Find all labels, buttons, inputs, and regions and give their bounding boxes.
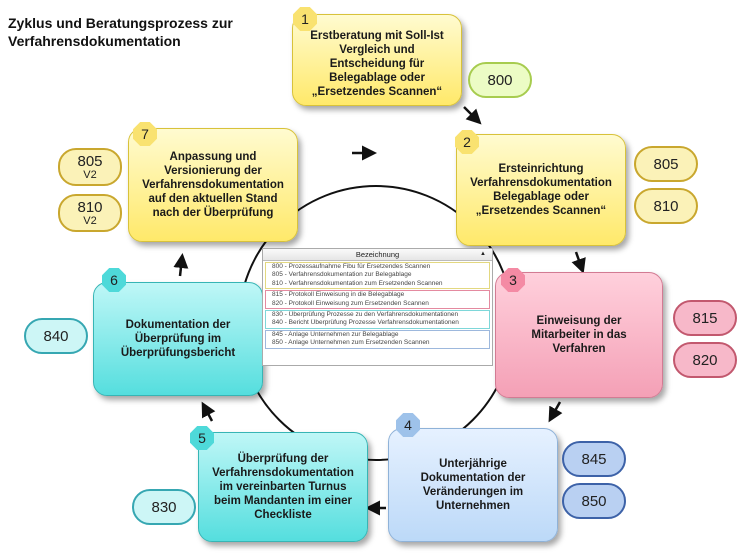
step-1-text: Erstberatung mit Soll-Ist Vergleich und …	[310, 30, 444, 98]
code-pill-800: 800	[468, 62, 532, 98]
code-pill-820: 820	[673, 342, 737, 378]
step-4-number: 4	[396, 413, 420, 437]
title-line-1: Zyklus und Beratungsprozess zur	[8, 15, 233, 31]
step-2-text: Ersteinrichtung Verfahrensdokumentation …	[470, 163, 612, 217]
step-4-text: Unterjährige Dokumentation der Veränderu…	[420, 458, 526, 512]
code-840-label: 840	[43, 327, 69, 345]
code-pill-805: 805	[634, 146, 698, 182]
step-6-box: Dokumentation der Überprüfung im Überprü…	[93, 282, 263, 396]
step-6-number: 6	[102, 268, 126, 292]
code-810-label: 810	[653, 197, 679, 215]
code-810-v2-label: 810	[77, 198, 103, 216]
step-5-box: Überprüfung der Verfahrensdokumentation …	[198, 432, 368, 542]
step-4-box: Unterjährige Dokumentation der Veränderu…	[388, 428, 558, 542]
code-805-label: 805	[653, 155, 679, 173]
legend-group-yellow: 800 - Prozessaufnahme Fibu für Ersetzend…	[265, 262, 490, 290]
legend-group-blue: 845 - Anlage Unternehmen zur Belegablage…	[265, 329, 490, 349]
arrow-1-to-2	[463, 106, 482, 125]
arrow-3-to-4	[548, 401, 563, 423]
code-800-label: 800	[487, 71, 513, 89]
diagram-title: Zyklus und Beratungsprozess zur Verfahre…	[8, 14, 233, 50]
step-7-box: Anpassung und Versionierung der Verfahre…	[128, 128, 298, 242]
code-pill-845: 845	[562, 441, 626, 477]
step-2-number: 2	[455, 130, 479, 154]
legend-row: 800 - Prozessaufnahme Fibu für Ersetzend…	[272, 263, 431, 270]
code-820-label: 820	[692, 351, 718, 369]
arrow-5-to-6	[201, 401, 216, 422]
legend-row: 845 - Anlage Unternehmen zur Belegablage	[272, 330, 399, 338]
version-badge-805: V2	[83, 168, 97, 181]
legend-row: 840 - Bericht Überprüfung Prozesse Verfa…	[272, 319, 459, 327]
legend-table: Bezeichnung ▲ 800 - Prozessaufnahme Fibu…	[262, 248, 493, 366]
step-5-number: 5	[190, 426, 214, 450]
legend-header[interactable]: Bezeichnung ▲	[263, 249, 492, 261]
code-805-v2-label: 805	[77, 152, 103, 170]
version-badge-810: V2	[83, 214, 97, 227]
step-1-box: Erstberatung mit Soll-Ist Vergleich und …	[292, 14, 462, 106]
legend-group-cyan: 830 - Überprüfung Prozesse zu den Verfah…	[265, 309, 490, 329]
code-pill-815: 815	[673, 300, 737, 336]
code-pill-840: 840	[24, 318, 88, 354]
title-line-2: Verfahrensdokumentation	[8, 33, 181, 49]
code-845-label: 845	[581, 450, 607, 468]
sort-caret-icon[interactable]: ▲	[480, 251, 486, 257]
legend-row: 820 - Protokoll Einweisung zum Ersetzend…	[272, 299, 429, 307]
step-2-box: Ersteinrichtung Verfahrensdokumentation …	[456, 134, 626, 246]
code-850-label: 850	[581, 492, 607, 510]
legend-header-label: Bezeichnung	[355, 250, 400, 259]
legend-row: 815 - Protokoll Einweisung in die Belega…	[272, 291, 405, 299]
code-pill-805-v2: 805 V2	[58, 148, 122, 186]
step-6-text: Dokumentation der Überprüfung im Überprü…	[120, 319, 236, 359]
legend-row: 810 - Verfahrensdokumentation zum Ersetz…	[272, 279, 443, 287]
arrow-2-to-3	[571, 251, 586, 274]
legend-group-pink: 815 - Protokoll Einweisung in die Belega…	[265, 290, 490, 309]
code-pill-810: 810	[634, 188, 698, 224]
code-pill-810-v2: 810 V2	[58, 194, 122, 232]
step-7-text: Anpassung und Versionierung der Verfahre…	[142, 151, 284, 219]
legend-row: 830 - Überprüfung Prozesse zu den Verfah…	[272, 310, 459, 318]
step-7-number: 7	[133, 122, 157, 146]
code-815-label: 815	[692, 309, 718, 327]
legend-row: 850 - Anlage Unternehmen zum Ersetzenden…	[272, 339, 430, 347]
step-5-text: Überprüfung der Verfahrensdokumentation …	[212, 453, 354, 521]
step-3-number: 3	[501, 268, 525, 292]
step-3-box: Einweisung der Mitarbeiter in das Verfah…	[495, 272, 663, 398]
step-3-text: Einweisung der Mitarbeiter in das Verfah…	[531, 315, 627, 355]
code-pill-850: 850	[562, 483, 626, 519]
code-830-label: 830	[151, 498, 177, 516]
legend-row: 805 - Verfahrensdokumentation zur Belega…	[272, 271, 412, 279]
step-1-number: 1	[293, 7, 317, 31]
code-pill-830: 830	[132, 489, 196, 525]
arrow-6-to-7	[173, 253, 189, 277]
